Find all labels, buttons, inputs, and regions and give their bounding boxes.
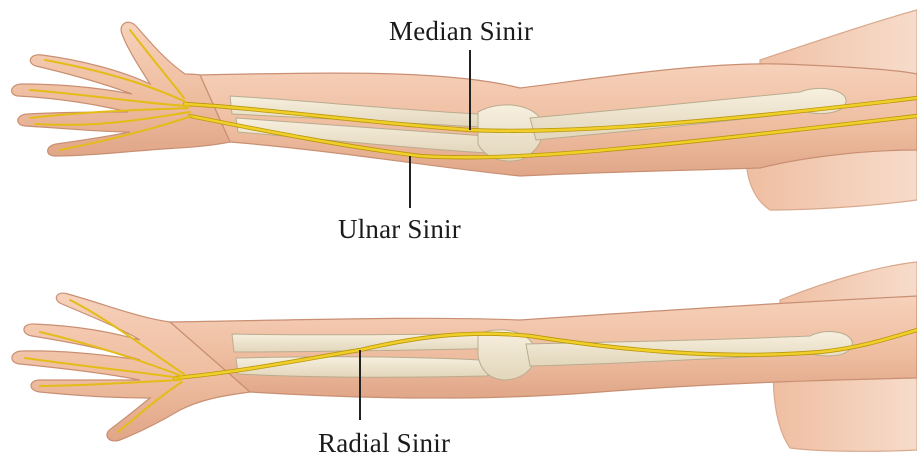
bottom-radius-bone [236,357,495,378]
median-nerve-label: Median Sinir [389,18,533,45]
radial-nerve-label: Radial Sinir [318,430,450,457]
bottom-arm [12,262,917,451]
ulnar-nerve-label: Ulnar Sinir [338,216,461,243]
bottom-hand [12,293,250,441]
